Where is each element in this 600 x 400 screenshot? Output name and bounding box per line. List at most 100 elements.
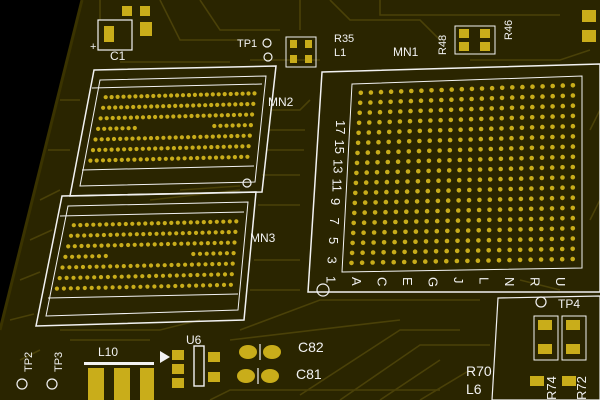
bga-ball — [170, 156, 175, 161]
bga-ball — [398, 89, 404, 94]
bga-ball — [478, 136, 484, 142]
bga-ball — [155, 104, 160, 109]
bga-ball — [529, 115, 535, 120]
bga-ball — [246, 91, 251, 96]
bga-ball — [72, 244, 77, 249]
bga-ball — [469, 86, 475, 92]
bga-ball — [519, 135, 524, 141]
bga-ball — [377, 109, 383, 115]
bga-ball — [89, 285, 94, 290]
bga-ball — [180, 93, 186, 98]
bga-ball — [465, 258, 470, 264]
bga-ball — [350, 240, 355, 246]
bga-ball — [79, 243, 84, 249]
bga-ball — [213, 230, 218, 235]
bga-ball — [225, 113, 230, 118]
bga-ball — [487, 177, 493, 182]
bga-ball — [373, 200, 378, 205]
mn3-pin1-marker — [242, 178, 252, 188]
bga-ball — [195, 272, 200, 278]
bga-ball — [368, 100, 373, 105]
bga-ball — [114, 232, 120, 237]
bga-ball — [115, 94, 120, 99]
bga-ball — [210, 262, 215, 267]
l1-label: L1 — [334, 47, 346, 59]
r72-label: R72 — [574, 376, 589, 400]
bga-ball — [111, 136, 117, 142]
bga-ball — [215, 144, 220, 150]
bga-ball — [499, 105, 505, 111]
bga-ball — [61, 286, 66, 291]
bga-ball — [163, 93, 168, 98]
bga-ball — [417, 128, 423, 134]
bga-ball — [96, 126, 101, 131]
r46-label: R46 — [503, 20, 515, 40]
bga-ball — [408, 108, 413, 114]
bga-ball — [371, 240, 376, 245]
bga-ball — [133, 274, 138, 279]
bga-ball — [413, 229, 419, 234]
bga-ball — [352, 200, 358, 206]
bga-ball — [351, 220, 357, 226]
bga-ball — [424, 219, 430, 224]
bga-ball — [570, 144, 576, 149]
bga-ball — [465, 228, 471, 233]
bga-ball — [90, 254, 95, 259]
bga-ball — [520, 84, 525, 90]
bga-ball — [227, 102, 232, 107]
bga-ball — [519, 166, 524, 171]
bga-ball — [367, 110, 373, 115]
bga-ball — [469, 96, 474, 102]
bga-ball — [499, 85, 505, 91]
bga-ball — [202, 272, 207, 277]
tp4-label: TP4 — [558, 297, 580, 311]
bga-ball — [550, 93, 555, 99]
bga-ball — [167, 273, 172, 278]
bga-ball — [122, 115, 127, 120]
bga-ball — [172, 241, 177, 246]
bga-ball — [357, 100, 363, 106]
bga-ball — [371, 230, 377, 235]
bga-ball — [108, 232, 113, 237]
bga-col-label: L — [477, 277, 492, 284]
trace — [379, 359, 441, 400]
bga-ball — [236, 123, 241, 128]
bga-ball — [570, 205, 576, 211]
bga-ball — [349, 260, 354, 266]
bga-ball — [508, 176, 514, 182]
trace — [470, 49, 591, 61]
bga-ball — [228, 91, 233, 97]
bga-ball — [242, 123, 247, 128]
bga-ball — [560, 226, 565, 231]
mn1-pin1-marker — [316, 283, 330, 297]
bga-ball — [382, 219, 388, 225]
bga-ball — [133, 94, 138, 99]
bga-ball — [68, 233, 74, 238]
mn1-label: MN1 — [393, 45, 419, 59]
bga-ball — [125, 105, 130, 110]
bga-ball — [476, 217, 482, 223]
bga-ball — [387, 109, 393, 115]
board-edge — [0, 0, 84, 331]
bga-ball — [530, 84, 535, 89]
bga-ball — [509, 105, 515, 111]
bga-ball — [540, 114, 545, 120]
bga-ball — [478, 157, 483, 162]
bga-ball — [201, 155, 206, 160]
bga-ball — [550, 83, 555, 89]
bga-ball — [360, 250, 365, 255]
bga-ball — [196, 262, 201, 267]
bga-ball — [226, 155, 231, 160]
bga-row-label: 7 — [327, 218, 342, 225]
bga-ball — [105, 137, 110, 142]
bga-ball — [92, 275, 97, 280]
bga-ball — [447, 147, 453, 153]
bga-col-label: R — [528, 277, 543, 286]
bga-ball — [197, 103, 202, 108]
bga-ball — [169, 262, 174, 268]
bga-ball — [361, 230, 366, 235]
bga-ball — [397, 119, 403, 124]
bga-ball — [444, 258, 449, 264]
bga-ball — [227, 219, 232, 224]
bga-ball — [415, 179, 421, 184]
